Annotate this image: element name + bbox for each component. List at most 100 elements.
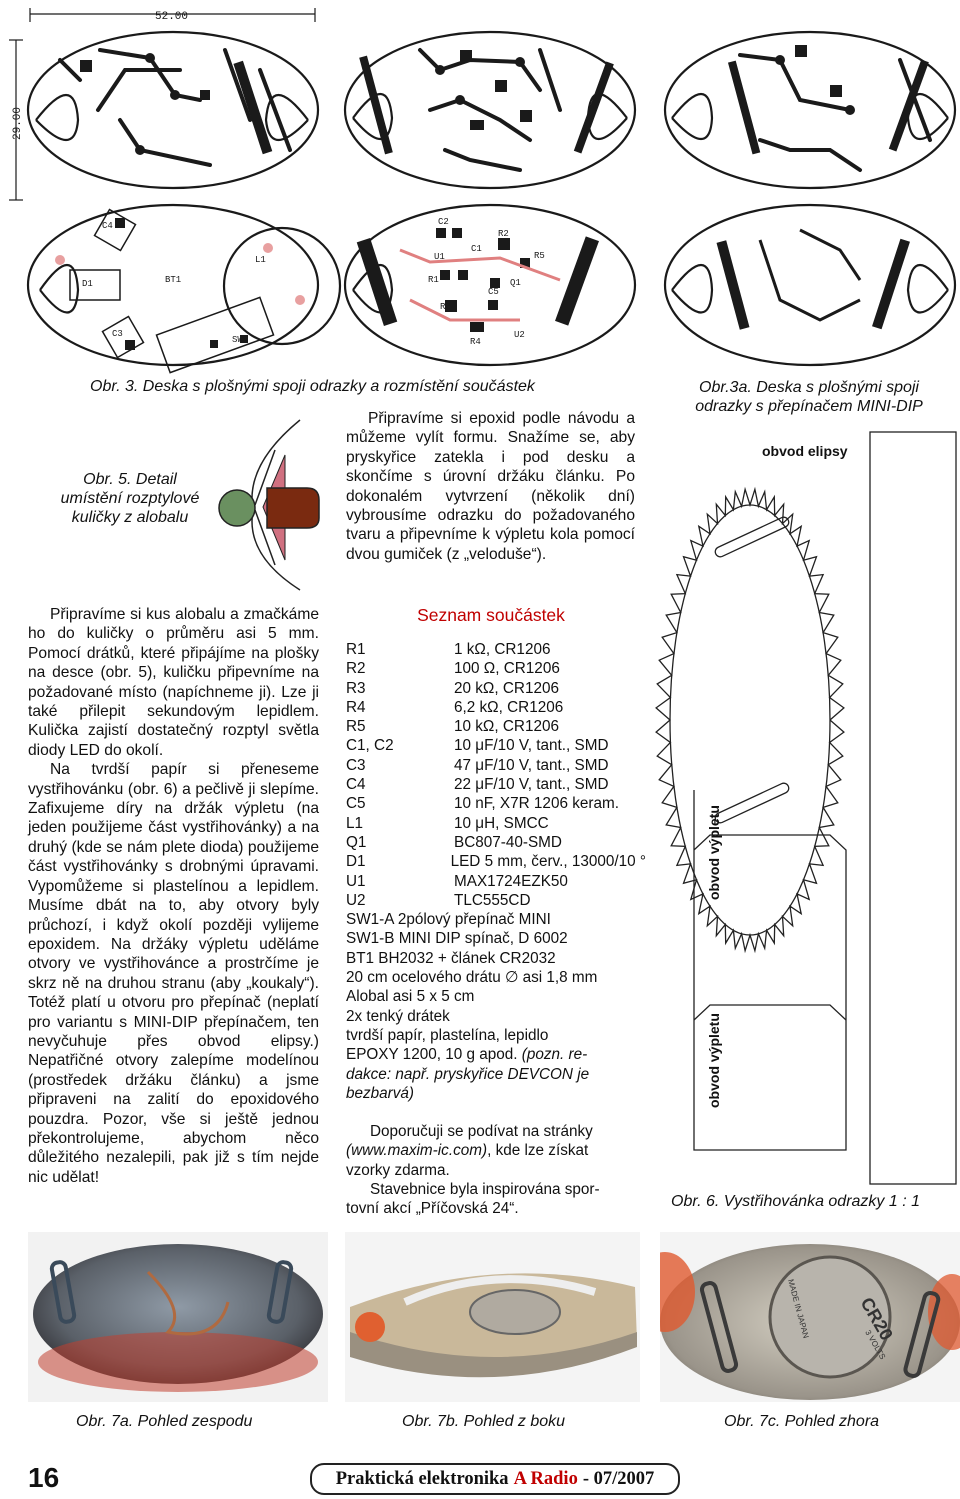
rec-line-1: Doporučuji se podívat na stránky bbox=[370, 1123, 593, 1141]
pcb-label: C5 bbox=[488, 287, 499, 297]
part-designator: L1 bbox=[346, 814, 364, 832]
parts-list-title: Seznam součástek bbox=[417, 605, 565, 625]
mid-paragraph: Připravíme si epoxid podle návodu a může… bbox=[346, 410, 635, 563]
part-value: 10 nF, X7R 1206 keram. bbox=[454, 795, 619, 813]
pcb-label: R1 bbox=[428, 275, 439, 285]
page-number: 16 bbox=[28, 1462, 60, 1493]
pcb-label: R4 bbox=[470, 337, 481, 347]
magazine-subtitle: A Radio bbox=[513, 1468, 578, 1489]
maxim-link[interactable]: (www.maxim-ic.com) bbox=[346, 1142, 488, 1160]
pcb-label: C3 bbox=[112, 329, 123, 339]
pcb-label: R2 bbox=[498, 229, 509, 239]
insp-line-1: Stavebnice byla inspirována spor- bbox=[370, 1181, 600, 1199]
dimension-height: 29.00 bbox=[12, 107, 24, 140]
parts-extra-line: SW1-A 2pólový přepínač MINI bbox=[346, 911, 551, 929]
left-column-text: Připravíme si kus alobalu a zmačkáme ho … bbox=[28, 605, 319, 1187]
parts-row: C4 22 μF/10 V, tant., SMD bbox=[346, 775, 646, 794]
photo-top-view: CR20 3 VOLTS MADE IN JAPAN bbox=[660, 1232, 960, 1402]
editor-note-1: (pozn. re- bbox=[521, 1046, 588, 1064]
pcb-figure-3: C4 D1 BT1 L1 C3 SW1 C2 U1 C1 R2 R5 R1 C5… bbox=[9, 8, 957, 374]
part-value: 10 μF/10 V, tant., SMD bbox=[454, 737, 609, 755]
pcb-label: Q1 bbox=[510, 278, 521, 288]
left-paragraph-2: Na tvrdší papír si přeneseme vystřihován… bbox=[28, 761, 319, 1186]
left-paragraph-1: Připravíme si kus alobalu a zmačkáme ho … bbox=[28, 606, 319, 759]
parts-extra-line: 2x tenký drátek bbox=[346, 1007, 450, 1025]
editor-note-2: dakce: např. pryskyřice DEVCON je bbox=[346, 1065, 590, 1083]
figure-7a-caption: Obr. 7a. Pohled zespodu bbox=[76, 1413, 253, 1430]
parts-epoxy: EPOXY 1200, 10 g apod. (pozn. re- dakce:… bbox=[346, 1045, 638, 1103]
dimension-width: 52.00 bbox=[155, 11, 188, 23]
part-designator: R3 bbox=[346, 679, 366, 697]
figure-6-template bbox=[655, 431, 957, 1185]
part-designator: U2 bbox=[346, 891, 366, 909]
photo-side-view bbox=[345, 1232, 640, 1402]
figure-5-caption-line2: umístění rozptylové bbox=[60, 490, 200, 507]
pcb-label: C1 bbox=[471, 244, 482, 254]
rec-line-3: vzorky zdarma. bbox=[346, 1161, 450, 1179]
figure-3a-caption-line1: Obr.3a. Deska s plošnými spoji bbox=[699, 379, 919, 396]
figure-3-caption: Obr. 3. Deska s plošnými spoji odrazky a… bbox=[90, 378, 535, 395]
part-value: 1 kΩ, CR1206 bbox=[454, 641, 551, 658]
insp-line-2: tovní akcí „Příčovská 24“. bbox=[346, 1200, 519, 1218]
magazine-banner: Praktická elektronika A Radio - 07/2007 bbox=[310, 1463, 680, 1495]
pcb-label: L1 bbox=[255, 255, 266, 265]
pcb-label: BT1 bbox=[165, 275, 181, 285]
part-designator: R1 bbox=[346, 641, 366, 658]
recommendation: Doporučuji se podívat na stránky (www.ma… bbox=[346, 1122, 638, 1218]
figure-5-caption-line1: Obr. 5. Detail bbox=[83, 471, 177, 488]
part-value: 47 μF/10 V, tant., SMD bbox=[454, 756, 609, 774]
part-designator: C3 bbox=[346, 756, 366, 774]
parts-row: U1 MAX1724EZK50 bbox=[346, 872, 646, 891]
part-value: 100 Ω, CR1206 bbox=[454, 660, 560, 678]
sawtooth-outline bbox=[655, 486, 845, 954]
part-designator: R2 bbox=[346, 660, 366, 678]
pcb-label: C2 bbox=[438, 217, 449, 227]
part-value: MAX1724EZK50 bbox=[454, 872, 568, 890]
part-value: 20 kΩ, CR1206 bbox=[454, 679, 559, 697]
holder-label-2: obvod výpletu bbox=[706, 1013, 722, 1108]
magazine-title: Praktická elektronika bbox=[335, 1468, 509, 1489]
part-designator: U1 bbox=[346, 872, 366, 890]
pcb-label: C4 bbox=[102, 221, 113, 231]
part-designator: C4 bbox=[346, 776, 366, 794]
part-value: 10 kΩ, CR1206 bbox=[454, 718, 559, 736]
figure-5-caption: Obr. 5. Detail umístění rozptylové kulič… bbox=[50, 470, 210, 527]
parts-extra-line: Alobal asi 5 x 5 cm bbox=[346, 988, 475, 1006]
parts-row: Q1 BC807-40-SMD bbox=[346, 833, 646, 852]
pcb-label: SW1 bbox=[232, 335, 248, 345]
parts-extra-line: BT1 BH2032 + článek CR2032 bbox=[346, 949, 556, 967]
parts-row: L1 10 μH, SMCC bbox=[346, 814, 646, 833]
figure-7c-caption: Obr. 7c. Pohled zhora bbox=[724, 1413, 880, 1430]
part-value: 22 μF/10 V, tant., SMD bbox=[454, 776, 609, 794]
part-designator: R4 bbox=[346, 698, 366, 716]
parts-row: R3 20 kΩ, CR1206 bbox=[346, 679, 646, 698]
holder-label-1: obvod výpletu bbox=[706, 805, 722, 900]
magazine-issue: - 07/2007 bbox=[582, 1468, 655, 1489]
parts-row: C3 47 μF/10 V, tant., SMD bbox=[346, 756, 646, 775]
part-value: 10 μH, SMCC bbox=[454, 814, 549, 832]
pcb-label: U1 bbox=[434, 252, 445, 262]
part-designator: Q1 bbox=[346, 833, 367, 851]
part-designator: R5 bbox=[346, 718, 366, 736]
figure-5-caption-line3: kuličky z alobalu bbox=[71, 509, 189, 526]
rec-line-2: , kde lze získat bbox=[487, 1142, 589, 1160]
figure-5-drawing bbox=[218, 419, 320, 591]
mid-column-text: Připravíme si epoxid podle návodu a může… bbox=[346, 409, 635, 564]
pcb-label: D1 bbox=[82, 279, 93, 289]
parts-extra-line: tvrdší papír, plastelína, lepidlo bbox=[346, 1026, 549, 1044]
part-value: LED 5 mm, červ., 13000/10 ° bbox=[450, 853, 646, 871]
parts-extra-line: 20 cm ocelového drátu ∅ asi 1,8 mm bbox=[346, 969, 598, 987]
ellipse-label: obvod elipsy bbox=[762, 443, 848, 459]
part-value: BC807-40-SMD bbox=[454, 833, 562, 851]
foil-ball bbox=[218, 489, 256, 527]
figure-3a-caption: Obr.3a. Deska s plošnými spoji odrazky s… bbox=[684, 378, 934, 416]
figure-7b-caption: Obr. 7b. Pohled z boku bbox=[402, 1413, 566, 1430]
